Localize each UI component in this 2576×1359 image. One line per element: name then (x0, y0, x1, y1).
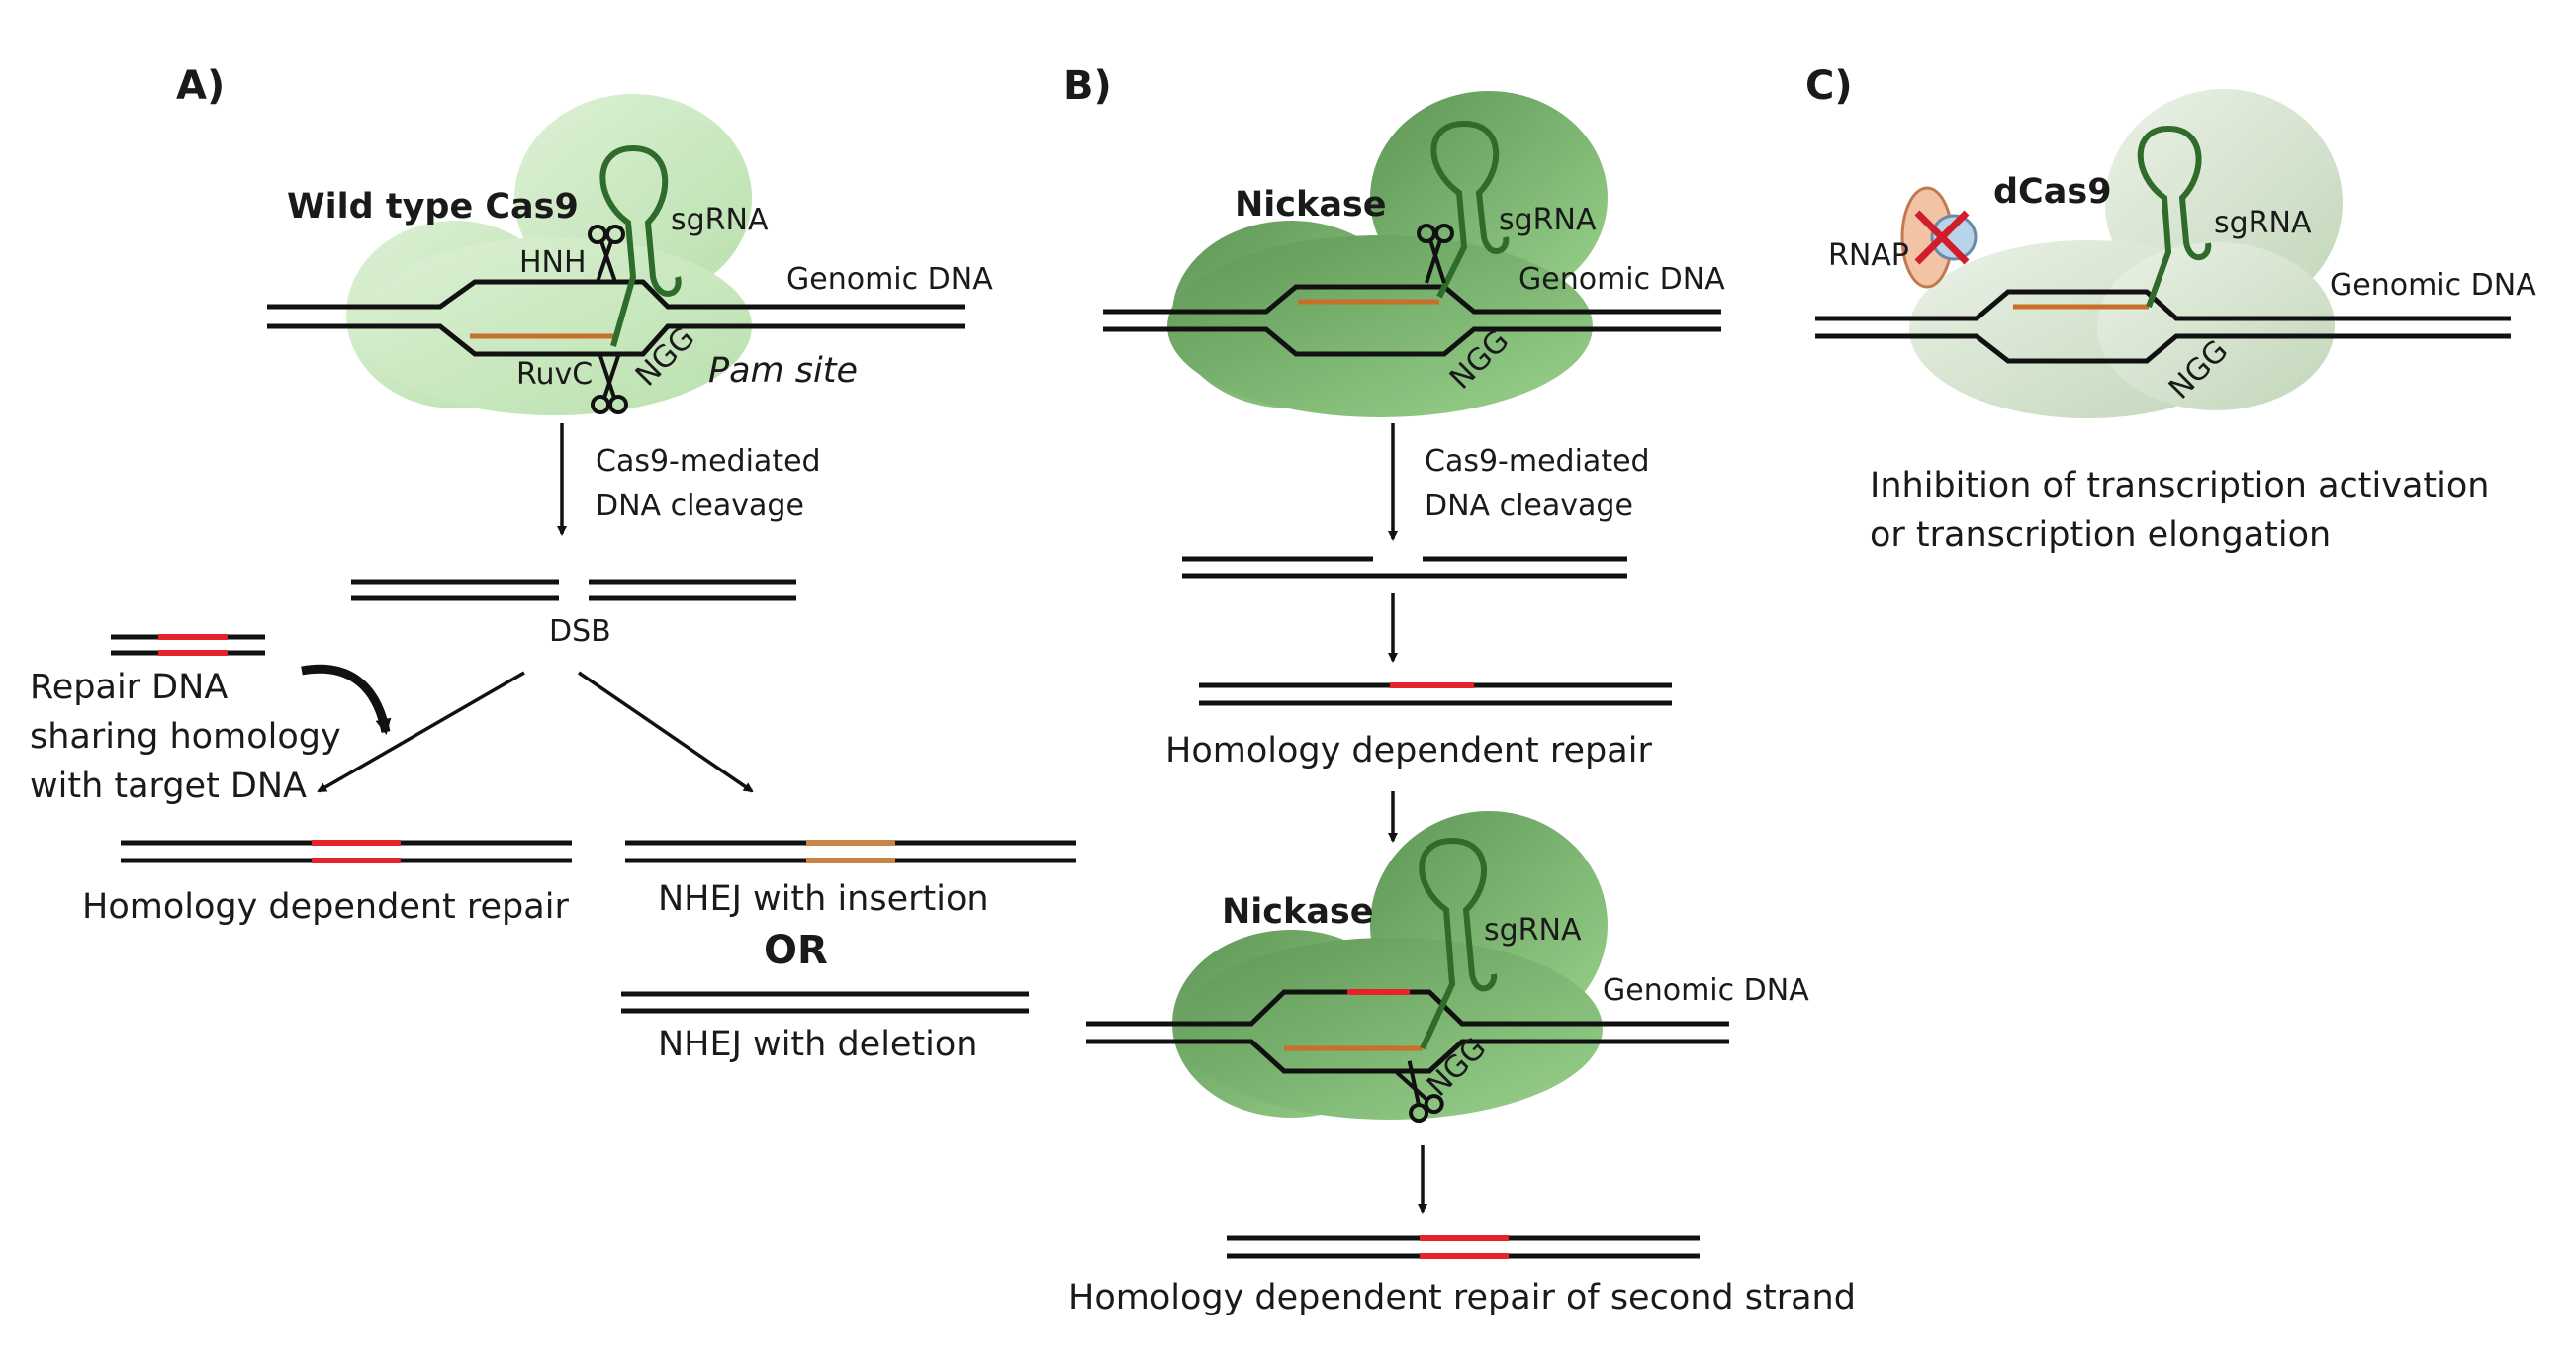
panel-a-label: A) (176, 63, 225, 109)
sgrna-label-a: sgRNA (671, 203, 769, 237)
wild-type-cas9-label: Wild type Cas9 (287, 187, 579, 226)
nhej-insertion-label: NHEJ with insertion (658, 879, 989, 919)
hdr-result-dna-a (121, 840, 572, 863)
repair-dna-label-1: Repair DNA (30, 668, 228, 707)
or-label: OR (764, 928, 828, 973)
hdr-result-dna-b (1199, 682, 1672, 706)
nhej-insertion-dna (625, 840, 1076, 863)
cleavage-label-a-2: DNA cleavage (596, 489, 804, 523)
sgrna-label-b2: sgRNA (1484, 913, 1582, 948)
nhej-deletion-label: NHEJ with deletion (658, 1025, 978, 1064)
repair-dna-label-2: sharing homology (30, 717, 341, 757)
panel-c-label: C) (1805, 63, 1853, 109)
sgrna-label-c: sgRNA (2214, 206, 2312, 240)
nhej-deletion-dna (621, 991, 1029, 1014)
scissors-icon (1417, 224, 1454, 284)
dsb-dna (351, 579, 796, 601)
repair-curved-arrow (301, 664, 392, 735)
genomic-dna-label-b2: Genomic DNA (1603, 973, 1809, 1008)
hdr-label-a: Homology dependent repair (82, 887, 569, 927)
hdr-label-b: Homology dependent repair (1165, 731, 1652, 770)
genomic-dna-b (1103, 284, 1721, 357)
repair-template-dna (111, 634, 265, 656)
final-dna (1227, 1235, 1700, 1259)
genomic-dna-label-c: Genomic DNA (2330, 268, 2536, 303)
panel-b-label: B) (1063, 63, 1112, 109)
rnap-blocked-icon (1900, 186, 1978, 289)
branch-arrow-hdr (317, 671, 525, 793)
cleavage-label-b-2: DNA cleavage (1425, 489, 1633, 523)
panel-b: B) Nickase sgRNA Genomic DNA NGG Cas9-me… (1063, 63, 1856, 1317)
sgrna-hairpin-c (2137, 125, 2212, 309)
sgrna-hairpin-a (599, 144, 682, 347)
nickase-protein (1167, 91, 1608, 417)
scissors-icon (1392, 1060, 1444, 1124)
sgrna-hairpin-b (1430, 120, 1510, 299)
genomic-dna-c (1815, 289, 2511, 364)
hnh-label: HNH (519, 245, 587, 280)
genomic-dna-label-b: Genomic DNA (1518, 262, 1725, 297)
sgrna-label-b: sgRNA (1499, 203, 1597, 237)
nickase-protein-2 (1172, 811, 1608, 1120)
nickase-label-2: Nickase (1222, 892, 1374, 932)
dcas9-result-1: Inhibition of transcription activation (1870, 466, 2489, 505)
genomic-dna-a (267, 279, 965, 357)
genomic-dna-b2 (1086, 989, 1729, 1074)
panel-c: C) RNAP dCas9 sgRNA Genomic DNA NGG Inhi… (1805, 63, 2536, 555)
sgrna-hairpin-b2 (1419, 837, 1498, 1050)
rnap-label: RNAP (1828, 238, 1909, 273)
dcas9-protein (1909, 89, 2343, 418)
pam-site-label: Pam site (708, 351, 858, 391)
branch-arrow-nhej (578, 671, 754, 793)
panel-a: A) Wild type Cas9 sgRNA (30, 63, 1076, 1064)
dcas9-result-2: or transcription elongation (1870, 515, 2331, 555)
ruvc-label: RuvC (516, 357, 593, 392)
cleavage-label-b-1: Cas9-mediated (1425, 444, 1650, 479)
hdr-second-strand-label: Homology dependent repair of second stra… (1068, 1278, 1856, 1317)
cleavage-label-a-1: Cas9-mediated (596, 444, 821, 479)
scissors-icon (591, 355, 628, 414)
scissors-icon (588, 225, 625, 283)
dsb-label: DSB (549, 614, 611, 649)
nicked-dna (1182, 556, 1627, 579)
genomic-dna-label-a: Genomic DNA (786, 262, 993, 297)
dcas9-label: dCas9 (1993, 172, 2112, 212)
repair-dna-label-3: with target DNA (30, 767, 307, 806)
nickase-label: Nickase (1235, 185, 1387, 225)
